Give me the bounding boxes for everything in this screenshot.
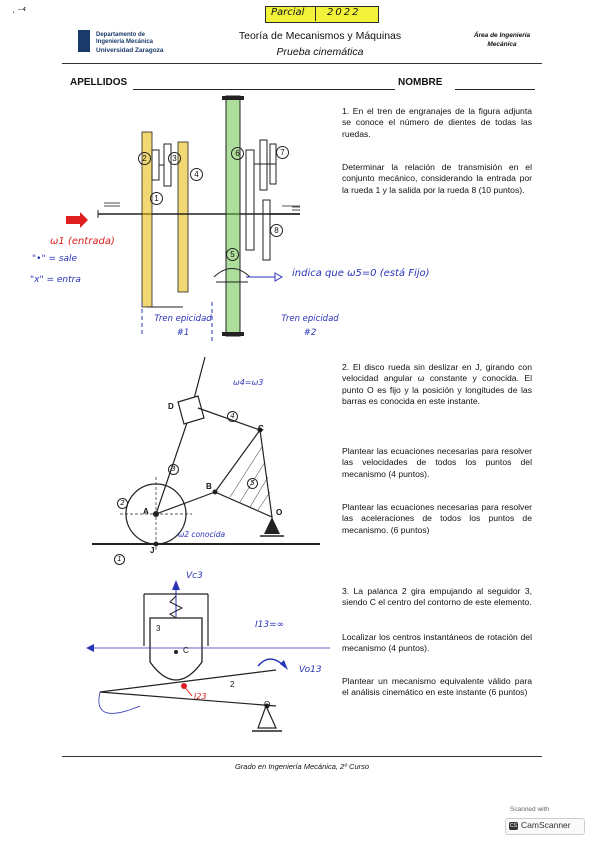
w2-conocida-note: ω2 conocida [178, 530, 226, 539]
nombre-line [455, 89, 535, 90]
cam-label-O: O [264, 700, 271, 709]
linkage-label-A: A [143, 507, 149, 516]
question-3-statement: 3. La palanca 2 gira empujando al seguid… [342, 586, 532, 608]
linkage-label-C: C [258, 424, 264, 433]
department-name: Departamento de Ingeniería Mecánica [96, 32, 154, 45]
member-label-2: 2 [117, 498, 128, 509]
gear-label-7: 7 [276, 146, 289, 159]
w1-entrada-note: ω1 (entrada) [50, 236, 115, 247]
exam-subtitle: Prueba cinemática [276, 46, 364, 58]
gear-label-2: 2 [138, 152, 151, 165]
question-1-statement: 1. En el tren de engranajes de la figura… [342, 106, 532, 139]
vo13-note: Vo13 [299, 665, 322, 675]
cam-figure [86, 580, 330, 732]
scanned-with-text: Scanned with [510, 806, 550, 813]
gear-label-3: 3 [168, 152, 181, 165]
tren1-note: Tren epicidad #1 [154, 314, 212, 338]
gear-label-4: 4 [190, 168, 203, 181]
university-logo [78, 30, 90, 52]
linkage-label-D: D [168, 402, 174, 411]
tren2-note: Tren epicidad #2 [281, 314, 339, 338]
indica-note: indica que ω5=0 (está Fijo) [292, 268, 430, 279]
w4-w3-note: ω4=ω3 [233, 378, 264, 387]
question-3-equivalent-mechanism: Plantear un mecanismo equivalente válido… [342, 676, 532, 698]
camscanner-brand: CamScanner [521, 820, 571, 830]
footer-text: Grado en Ingeniería Mecánica, 2º Curso [234, 762, 370, 771]
course-title: Teoría de Mecanismos y Máquinas [238, 30, 402, 42]
vc3-note: Vc3 [186, 571, 203, 581]
gear-label-5: 5 [226, 248, 239, 261]
question-2-velocities: Plantear las ecuaciones necesarias para … [342, 446, 532, 479]
year-text: 2022 [327, 7, 361, 18]
apellidos-label: APELLIDOS [70, 77, 128, 88]
header-rule [62, 63, 542, 64]
i13-note: I13=∞ [255, 620, 285, 630]
cam-label-2: 2 [230, 680, 235, 689]
cam-label-3: 3 [156, 624, 161, 633]
i23-note: I23 [194, 692, 207, 701]
parcial-text: Parcial [271, 7, 305, 18]
corner-scribble: ⸳ ⁻⁴ [12, 7, 26, 17]
gear-label-6: 6 [231, 147, 244, 160]
cam-label-C: C [183, 646, 189, 655]
member-label-3: 3 [168, 464, 179, 475]
gear-label-1: 1 [150, 192, 163, 205]
question-1-task: Determinar la relación de transmisión en… [342, 162, 532, 195]
linkage-label-J: J [150, 546, 155, 555]
member-label-4: 4 [227, 411, 238, 422]
question-2-accelerations: Plantear las ecuaciones necesarias para … [342, 502, 532, 535]
camscanner-badge [505, 818, 585, 835]
university-name: Universidad Zaragoza [96, 47, 164, 54]
linkage-label-O: O [276, 508, 283, 517]
question-3-instant-centers: Localizar los centros instantáneos de ro… [342, 632, 532, 654]
area-name: Área de Ingeniería Mecánica [473, 32, 531, 48]
dot-sale-note: "•" = sale [32, 254, 78, 264]
parcial-annotation: Parcial 2022 [265, 4, 379, 23]
nombre-label: NOMBRE [398, 77, 443, 88]
linkage-label-B: B [206, 482, 212, 491]
apellidos-line [133, 89, 395, 90]
linkage-figure [92, 356, 320, 552]
member-label-1: 1 [114, 554, 125, 565]
footer-rule [62, 756, 542, 757]
member-label-5: 5 [247, 478, 258, 489]
camscanner-logo-icon: CS [509, 822, 518, 830]
gear-label-8: 8 [270, 224, 283, 237]
question-2-statement: 2. El disco rueda sin deslizar en J, gir… [342, 362, 532, 407]
x-entra-note: "x" = entra [30, 275, 81, 285]
